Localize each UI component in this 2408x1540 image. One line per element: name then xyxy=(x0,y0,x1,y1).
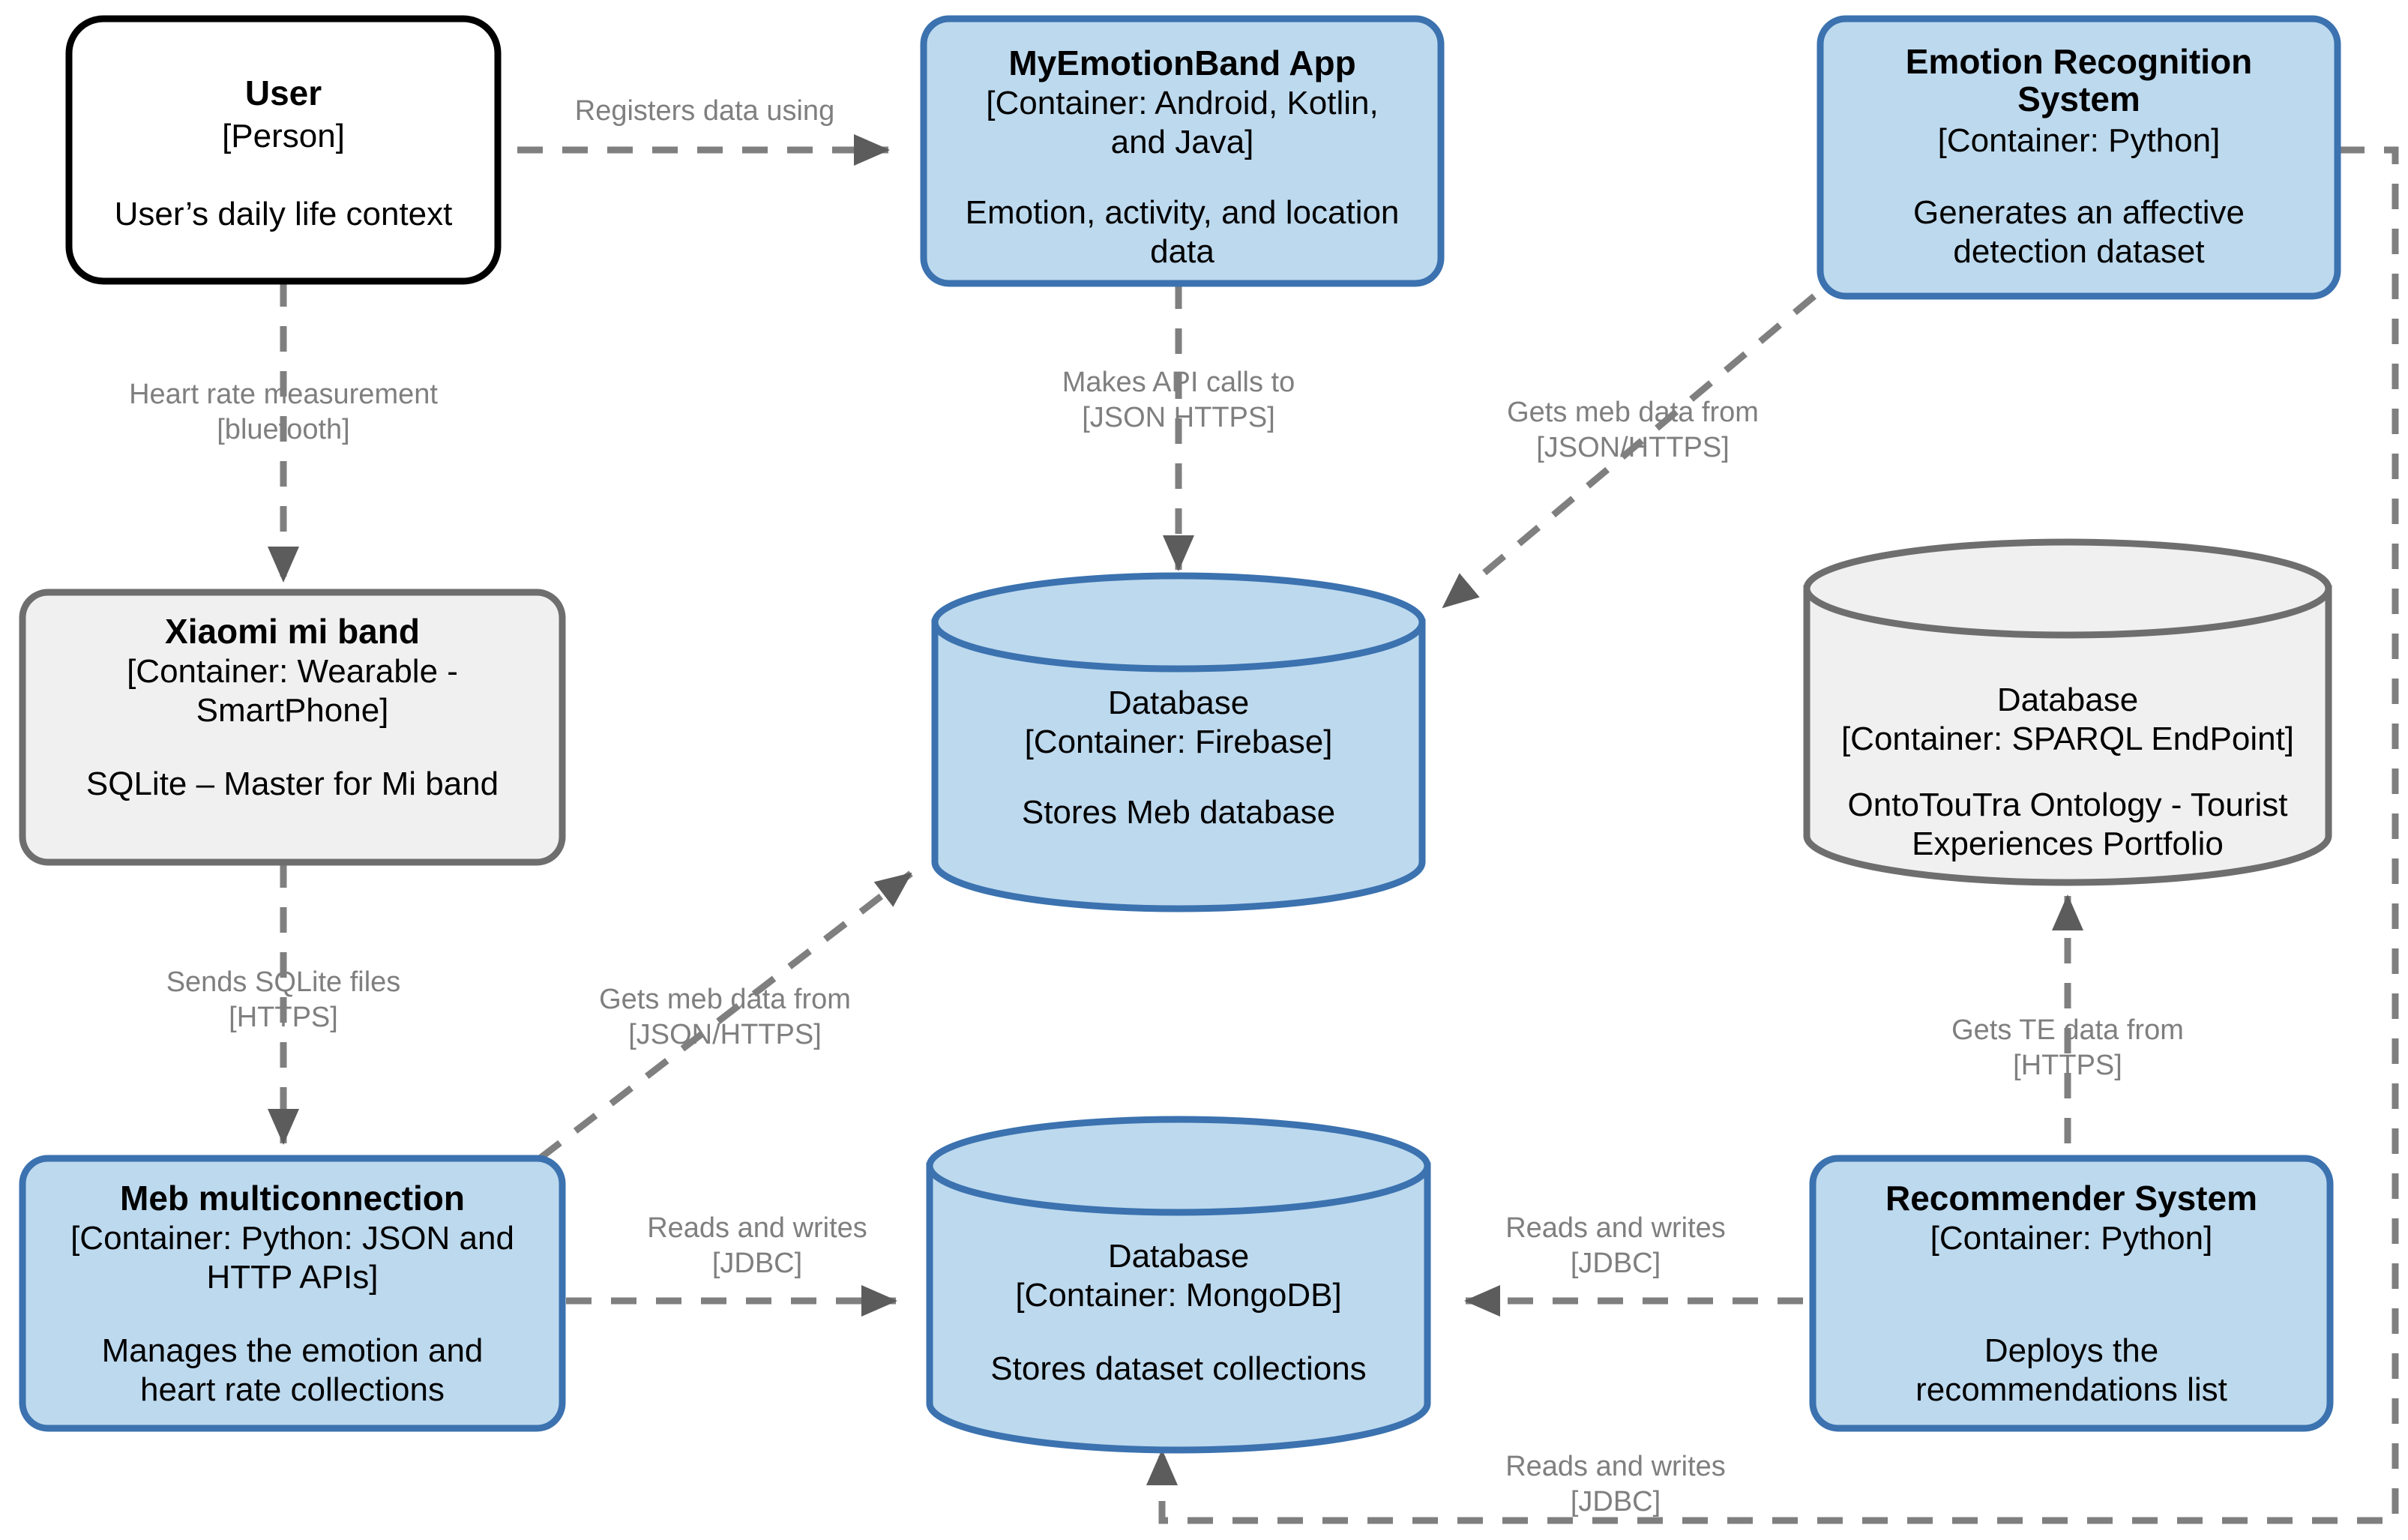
node-title: Recommender System xyxy=(1885,1179,2257,1218)
node-tech-line2: and Java] xyxy=(1111,124,1254,160)
node-myemotionband-app[interactable]: MyEmotionBand App [Container: Android, K… xyxy=(920,15,1445,287)
node-title: Database xyxy=(1108,685,1249,721)
edge-label-line2: [JSON/HTTPS] xyxy=(628,1019,822,1050)
node-desc-line2: Experiences Portfolio xyxy=(1912,825,2224,862)
edge-recommender-to-sparql: Gets TE data from [HTTPS] xyxy=(1951,894,2184,1143)
node-title: MyEmotionBand App xyxy=(1008,43,1355,82)
edge-recommender-to-mongodb: Reads and writes [JDBC] xyxy=(1464,1212,1803,1317)
node-tech-line1: [Container: Python: JSON and xyxy=(70,1220,514,1257)
edge-label-line1: Heart rate measurement xyxy=(129,379,438,410)
node-tech: [Container: Python] xyxy=(1930,1220,2213,1257)
node-tech: [Container: Python] xyxy=(1938,122,2221,159)
node-tech-line2: HTTP APIs] xyxy=(206,1259,378,1296)
node-emotion-recognition-system[interactable]: Emotion Recognition System [Container: P… xyxy=(1816,15,2341,300)
node-title: Database xyxy=(1108,1238,1249,1275)
edge-user-to-app: Registers data using xyxy=(517,95,890,166)
edge-label-line2: [JDBC] xyxy=(1571,1486,1661,1518)
edge-label-line2: [bluetooth] xyxy=(217,414,349,445)
edge-label-line1: Gets meb data from xyxy=(599,984,851,1015)
node-desc-line2: data xyxy=(1150,233,1214,270)
node-database-firebase[interactable]: Database [Container: Firebase] Stores Me… xyxy=(931,572,1426,912)
node-tech-line1: [Container: Android, Kotlin, xyxy=(986,85,1378,121)
edge-label-line1: Sends SQLite files xyxy=(166,966,401,998)
edge-label: Registers data using xyxy=(575,95,834,127)
node-desc-line1: OntoTouTra Ontology - Tourist xyxy=(1848,786,2288,823)
node-desc-line1: Generates an affective xyxy=(1913,194,2245,231)
node-tech: [Container: MongoDB] xyxy=(1015,1277,1341,1314)
edge-ers-to-mongodb: Reads and writes [JDBC] xyxy=(1146,146,2399,1524)
edge-label-line2: [JDBC] xyxy=(712,1248,802,1279)
edge-label-line2: [HTTPS] xyxy=(2013,1050,2122,1081)
edge-label-line2: [HTTPS] xyxy=(229,1002,338,1033)
node-desc: Stores Meb database xyxy=(1022,794,1335,831)
node-database-sparql[interactable]: Database [Container: SPARQL EndPoint] On… xyxy=(1803,538,2332,886)
node-title: Meb multiconnection xyxy=(120,1179,465,1218)
node-desc: SQLite – Master for Mi band xyxy=(86,766,499,802)
edge-label-line2: [JSON/HTTPS] xyxy=(1536,432,1730,463)
edge-app-to-firebase: Makes API calls to [JSON HTTPS] xyxy=(1062,283,1295,571)
edge-label-line1: Gets meb data from xyxy=(1507,397,1759,428)
node-desc-line2: detection dataset xyxy=(1953,233,2204,270)
node-tech: [Container: Firebase] xyxy=(1025,724,1333,760)
edge-miband-to-meb: Sends SQLite files [HTTPS] xyxy=(166,862,401,1145)
edge-label-line2: [JDBC] xyxy=(1571,1248,1661,1279)
node-desc-line1: Emotion, activity, and location xyxy=(966,194,1400,231)
edges-layer: Registers data using Heart rate measurem… xyxy=(129,95,2399,1524)
edge-ers-to-firebase: Gets meb data from [JSON/HTTPS] xyxy=(1441,293,1816,610)
node-tech-line1: [Container: Wearable - xyxy=(127,653,458,690)
node-xiaomi-mi-band[interactable]: Xiaomi mi band [Container: Wearable - Sm… xyxy=(19,589,566,866)
node-title-line1: Emotion Recognition xyxy=(1906,42,2253,81)
node-desc-line2: recommendations list xyxy=(1915,1371,2227,1408)
edge-meb-to-firebase: Gets meb data from [JSON/HTTPS] xyxy=(538,870,913,1161)
node-title: User xyxy=(245,73,322,112)
edge-label-line1: Reads and writes xyxy=(647,1212,867,1244)
nodes-layer: User [Person] User’s daily life context … xyxy=(19,15,2341,1454)
node-title: Xiaomi mi band xyxy=(165,612,420,651)
edge-label-line2: [JSON HTTPS] xyxy=(1082,402,1275,433)
node-meb-multiconnection[interactable]: Meb multiconnection [Container: Python: … xyxy=(19,1155,566,1432)
edge-user-to-miband: Heart rate measurement [bluetooth] xyxy=(129,281,438,583)
edge-label-line1: Reads and writes xyxy=(1505,1451,1726,1482)
node-title-line2: System xyxy=(2017,79,2140,118)
node-tech: [Container: SPARQL EndPoint] xyxy=(1841,721,2294,757)
edge-label-line1: Reads and writes xyxy=(1505,1212,1726,1244)
node-desc-line1: Deploys the xyxy=(1984,1332,2158,1369)
node-user[interactable]: User [Person] User’s daily life context xyxy=(65,15,502,285)
node-tech-line2: SmartPhone] xyxy=(196,692,389,729)
edge-meb-to-mongodb: Reads and writes [JDBC] xyxy=(566,1212,897,1317)
edge-label-line1: Makes API calls to xyxy=(1062,367,1295,398)
node-title: Database xyxy=(1997,682,2138,718)
node-tech: [Person] xyxy=(222,118,345,154)
node-recommender-system[interactable]: Recommender System [Container: Python] D… xyxy=(1809,1155,2334,1432)
node-database-mongodb[interactable]: Database [Container: MongoDB] Stores dat… xyxy=(926,1116,1431,1454)
edge-label-line1: Gets TE data from xyxy=(1951,1014,2184,1046)
node-desc: Stores dataset collections xyxy=(990,1350,1366,1387)
node-desc-line2: heart rate collections xyxy=(140,1371,445,1408)
node-desc-line1: Manages the emotion and xyxy=(102,1332,484,1369)
node-desc: User’s daily life context xyxy=(115,196,453,232)
